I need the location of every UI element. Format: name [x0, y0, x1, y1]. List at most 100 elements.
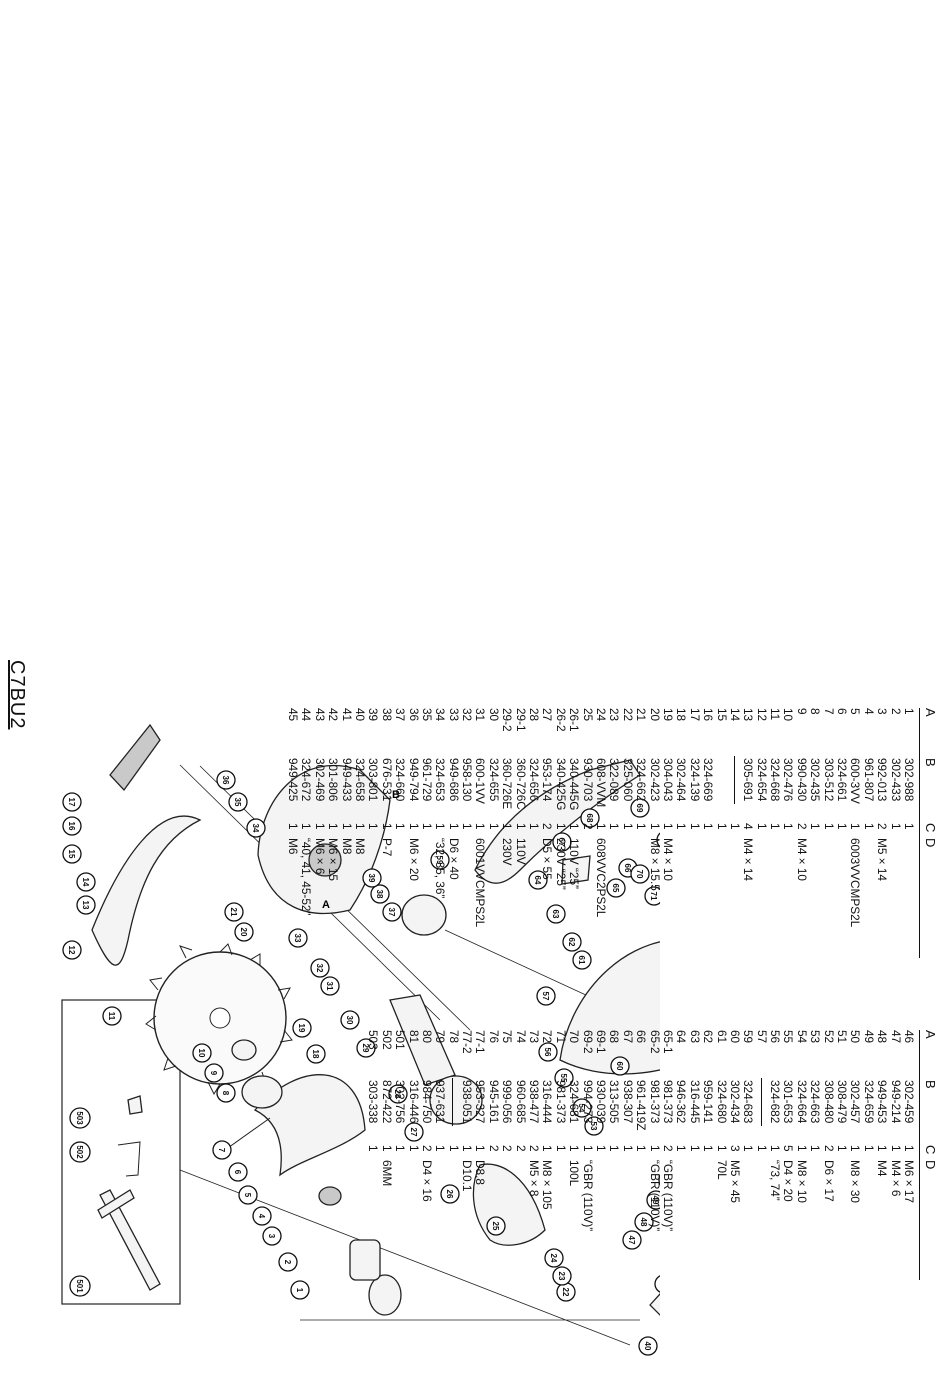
bracket-28: [429, 1075, 483, 1125]
callout-3: 3: [262, 1226, 282, 1246]
part-qty: 1: [419, 823, 434, 830]
callout-61: 61: [572, 950, 592, 970]
callout-circle: [546, 904, 566, 924]
blank-range-line: [760, 1078, 762, 1126]
part-spec: M4 × 10: [794, 838, 809, 881]
part-ref: 66: [634, 1030, 649, 1044]
part-ref: 50: [848, 1030, 863, 1044]
part-qty: 1: [754, 1145, 769, 1152]
part-qty: 1: [473, 823, 488, 830]
part-code: 949-425: [286, 758, 301, 802]
part-code: 960-685: [513, 1080, 528, 1124]
part-spec: M6 × 6: [312, 838, 327, 875]
upper-guard: [91, 815, 202, 966]
callout-number: 59: [435, 856, 444, 865]
part-qty: 1: [567, 1145, 582, 1152]
callout-circle: [62, 792, 82, 812]
part-spec: 230V “25”: [553, 838, 568, 890]
callout-number: 49: [651, 1196, 660, 1205]
part-code: 949-214: [888, 1080, 903, 1124]
callout-number: 54: [577, 1104, 586, 1113]
callout-number: 1: [295, 1288, 304, 1293]
part-qty: 1: [486, 823, 501, 830]
callout-10: 10: [192, 1043, 212, 1063]
part-spec: “GBR (110V)”: [660, 1160, 675, 1232]
housing-boss: [308, 843, 342, 877]
flange-8: [241, 1075, 283, 1109]
part-ref: 22: [620, 708, 635, 722]
part-qty: 1: [620, 1145, 635, 1152]
part-qty: 1: [366, 823, 381, 830]
part-ref: 19: [660, 708, 675, 722]
table-header: A B C D: [919, 708, 942, 958]
part-ref: 24: [594, 708, 609, 722]
part-qty: 1: [379, 823, 394, 830]
guard-spring: [224, 1117, 271, 1151]
part-qty: 1: [540, 1145, 555, 1152]
part-code: 304-043: [660, 758, 675, 802]
part-code: 340-445G: [567, 758, 582, 811]
callout-number: 53: [589, 1122, 598, 1131]
callout-circle: [404, 1122, 424, 1142]
part-code: 308-479: [835, 1080, 850, 1124]
motor-body: [559, 941, 660, 1075]
callout-circle: [62, 816, 82, 836]
part-spec: M6 × 15: [326, 838, 341, 881]
callout-circle: [622, 1230, 642, 1250]
diagram-letter-b: B: [392, 789, 400, 801]
callout-circle: [430, 850, 450, 870]
part-qty: 1: [768, 823, 783, 830]
part-code: 325-060: [620, 758, 635, 802]
part-qty: 1: [286, 823, 301, 830]
part-qty: 1: [567, 823, 582, 830]
part-ref: 7: [821, 708, 836, 715]
part-ref: 42: [326, 708, 341, 722]
callout-circle: [288, 928, 308, 948]
part-spec: M5 × 8: [527, 1160, 542, 1197]
part-qty: 2: [580, 823, 595, 830]
part-spec: M8: [352, 838, 367, 855]
part-ref: 77-2: [460, 1030, 475, 1054]
part-qty: 1: [808, 1145, 823, 1152]
dust-chute: [109, 723, 161, 792]
part-ref: 79: [433, 1030, 448, 1044]
callout-number: 41: [659, 1280, 660, 1289]
guide-fence: [97, 1189, 135, 1219]
callout-circle: [76, 872, 96, 892]
armature: [389, 994, 456, 1086]
part-code: 303-338: [366, 1080, 381, 1124]
part-qty: 2: [419, 1145, 434, 1152]
callout-59: 59: [430, 850, 450, 870]
part-code: 949-433: [339, 758, 354, 802]
callout-number: 13: [81, 901, 90, 910]
callout-number: 503: [75, 1111, 84, 1125]
callout-9: 9: [204, 1063, 224, 1083]
callout-number: 3: [267, 1234, 276, 1239]
part-ref: 60: [727, 1030, 742, 1044]
part-spec: “GBR (110V)”: [647, 1160, 662, 1232]
part-qty: 1: [527, 823, 542, 830]
part-code: 316-446: [406, 1080, 421, 1124]
callout-503: 503: [69, 1107, 91, 1129]
part-code: 313-505: [607, 1080, 622, 1124]
part-code: 937-631: [433, 1080, 448, 1124]
part-ref: 13: [741, 708, 756, 722]
callout-number: 5: [243, 1193, 252, 1198]
callout-circle: [644, 886, 660, 906]
